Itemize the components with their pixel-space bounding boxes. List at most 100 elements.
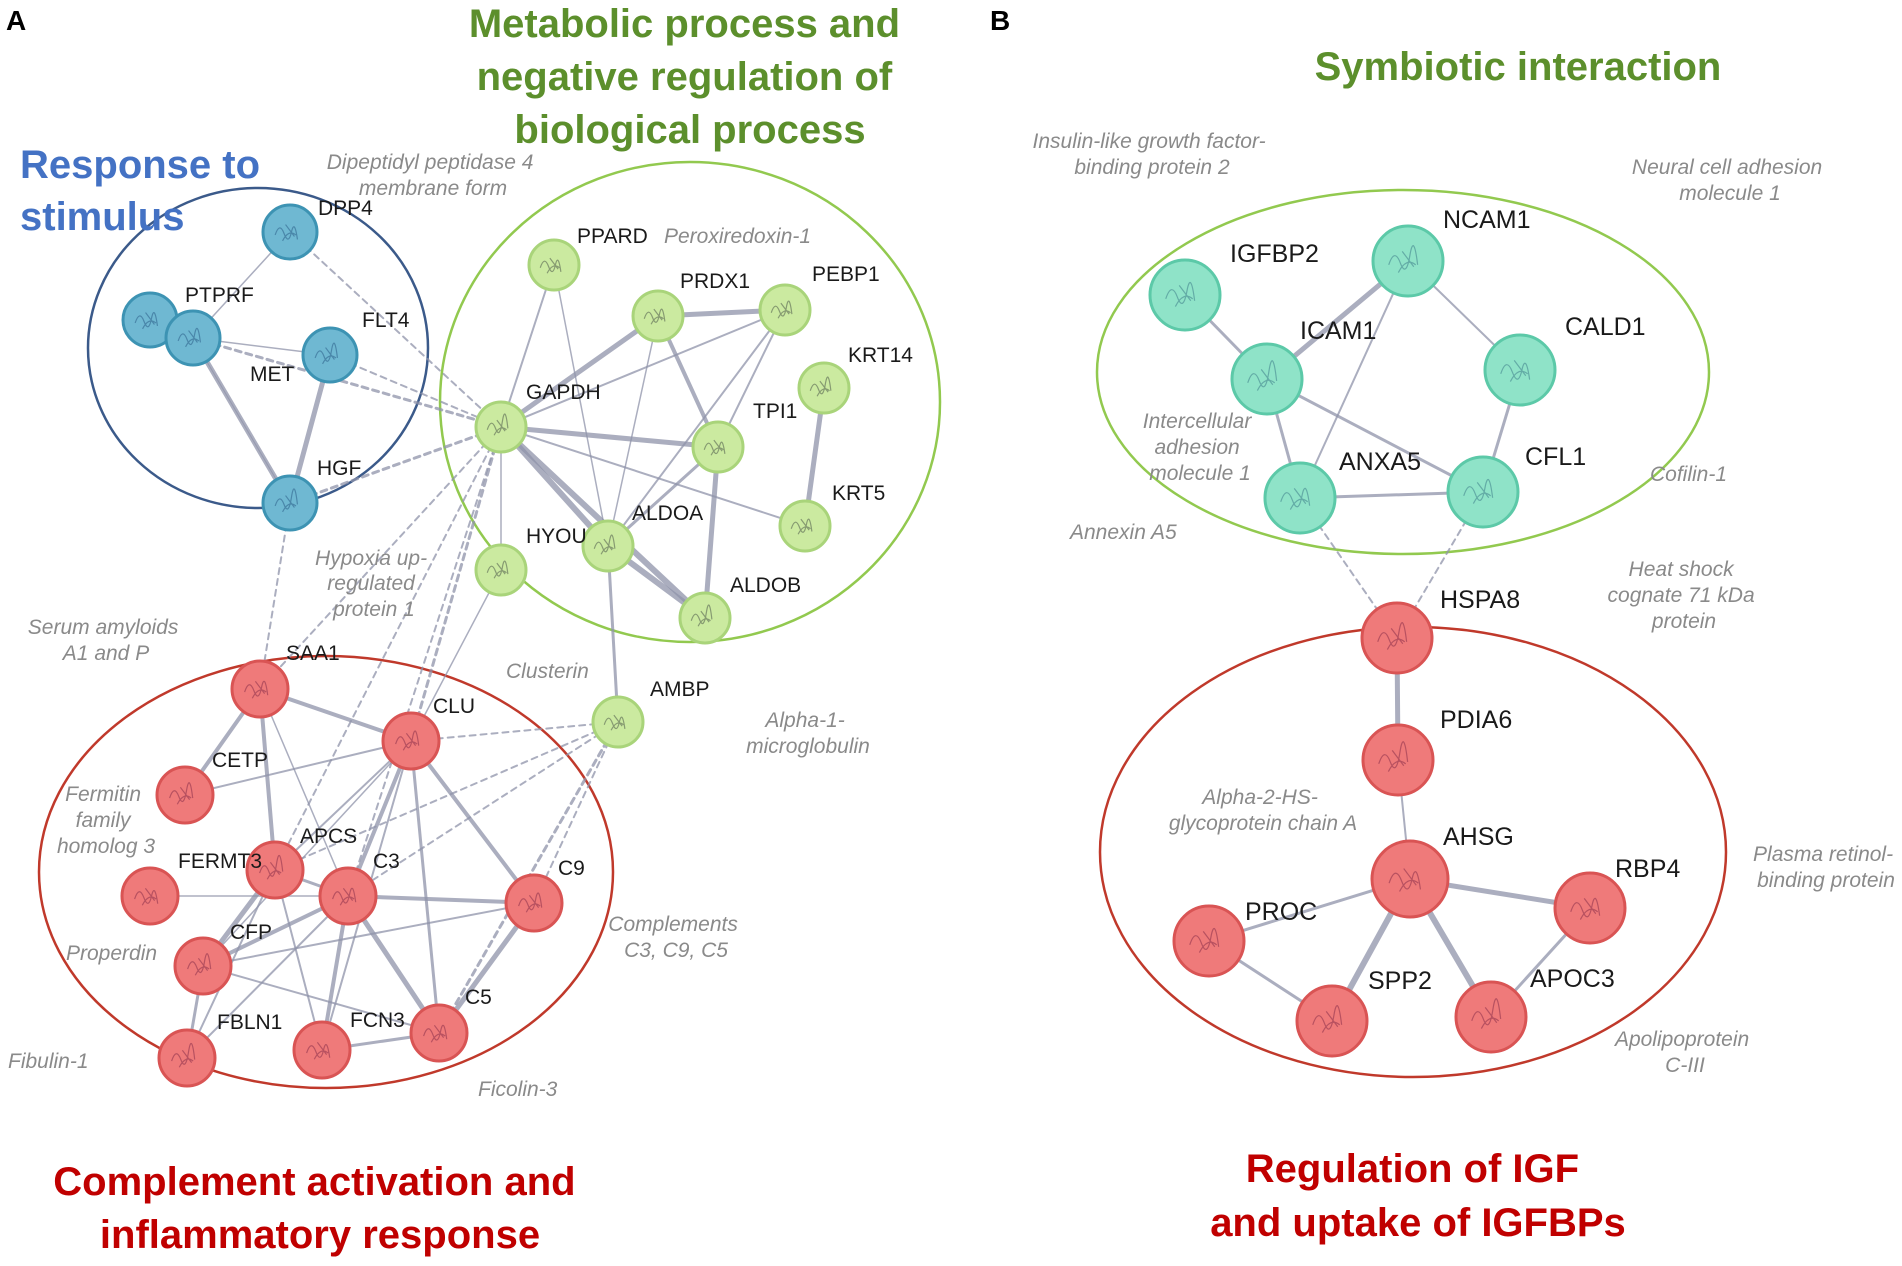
gene-label-c9: C9: [558, 857, 585, 880]
edge-cfp-c5: [202, 965, 440, 1034]
node-flt4[interactable]: [301, 326, 359, 384]
gene-label-ambp: AMBP: [650, 678, 710, 701]
node-fermt3[interactable]: [120, 866, 180, 926]
node-gapdh[interactable]: [474, 400, 528, 454]
node-layer: [120, 203, 1627, 1088]
edge-gapdh-prdx1: [498, 313, 661, 430]
desc-dpp4: Dipeptidyl peptidase 4 membrane form: [327, 151, 539, 200]
node-ambp[interactable]: [591, 695, 645, 749]
node-igfbp2[interactable]: [1148, 258, 1222, 332]
edge-saa1-apcs: [258, 687, 277, 872]
gene-label-c5: C5: [465, 986, 492, 1009]
desc-ficolin: Ficolin-3: [478, 1078, 558, 1101]
node-hgf[interactable]: [261, 474, 319, 532]
gene-label-hgf: HGF: [317, 457, 361, 480]
node-apcs[interactable]: [245, 840, 305, 900]
node-saa1[interactable]: [230, 659, 290, 719]
desc-cofilin: Cofilin-1: [1650, 463, 1727, 486]
node-icam1[interactable]: [1230, 342, 1304, 416]
panel-a-descriptions: Dipeptidyl peptidase 4 membrane form Per…: [8, 151, 870, 1101]
desc-properdin: Properdin: [66, 942, 157, 965]
gene-label-prdx1: PRDX1: [680, 270, 750, 293]
stimulus-group-ellipse: [86, 186, 430, 510]
desc-rbp4: Plasma retinol- binding protein: [1753, 843, 1899, 892]
node-cetp[interactable]: [155, 765, 215, 825]
node-cfl1[interactable]: [1446, 455, 1520, 529]
node-spp2[interactable]: [1295, 984, 1369, 1058]
gene-label-icam1: ICAM1: [1300, 317, 1376, 345]
node-pdia6[interactable]: [1361, 723, 1435, 797]
edge-gapdh-ppard: [500, 264, 555, 428]
edge-ambp-c3: [347, 721, 619, 897]
node-clu[interactable]: [381, 711, 441, 771]
node-krt5[interactable]: [778, 499, 832, 553]
node-aldoa[interactable]: [581, 519, 635, 573]
node-met[interactable]: [164, 309, 222, 367]
node-dpp4[interactable]: [261, 203, 319, 261]
gene-label-ppard: PPARD: [577, 225, 648, 248]
node-ahsg[interactable]: [1370, 839, 1450, 919]
node-krt14[interactable]: [797, 361, 851, 415]
edge-gapdh-krt5: [500, 426, 806, 527]
edge-hgf-saa1: [259, 502, 291, 690]
edge-gapdh-tpi1: [498, 424, 721, 450]
gene-label-spp2: SPP2: [1368, 967, 1432, 995]
title-regulation-of-igf: Regulation of IGF and uptake of IGFBPs: [1210, 1147, 1626, 1245]
gene-label-aldob: ALDOB: [730, 574, 801, 597]
node-hyou[interactable]: [474, 543, 528, 597]
gene-label-fbln1: FBLN1: [217, 1011, 282, 1034]
gene-label-ptprf: PTPRF: [185, 284, 254, 307]
gene-label-flt4: FLT4: [362, 309, 410, 332]
edge-prdx1-aldoa: [607, 315, 659, 547]
edge-hgf-gapdh: [288, 425, 503, 505]
node-rbp4[interactable]: [1553, 871, 1627, 945]
edge-clu-apcs: [274, 740, 412, 871]
desc-ambp: Alpha-1- microglobulin: [746, 709, 870, 758]
gene-label-cfp: CFP: [230, 921, 272, 944]
metabolic-group-ellipse: [438, 160, 942, 644]
node-prdx1[interactable]: [631, 289, 685, 343]
title-symbiotic-interaction: Symbiotic interaction: [1315, 45, 1722, 89]
panel-a-gene-labels: DPP4 PTPRF FLT4 MET HGF PPARD PRDX1 PEBP…: [178, 197, 913, 1034]
desc-apoc3: Apolipoprotein C-III: [1613, 1028, 1755, 1077]
node-cald1[interactable]: [1483, 333, 1557, 407]
desc-fermitin: Fermitin family homolog 3: [57, 783, 155, 858]
gene-label-rbp4: RBP4: [1615, 855, 1680, 883]
node-c5[interactable]: [409, 1003, 469, 1063]
node-proc[interactable]: [1172, 904, 1246, 978]
title-metabolic-process: Metabolic process and negative regulatio…: [469, 2, 911, 152]
desc-ahsg: Alpha-2-HS- glycoprotein chain A: [1169, 786, 1357, 835]
node-aldob[interactable]: [678, 591, 732, 645]
node-apoc3[interactable]: [1454, 980, 1528, 1054]
gene-label-cetp: CETP: [212, 749, 268, 772]
node-hspa8[interactable]: [1360, 601, 1434, 675]
gene-label-pdia6: PDIA6: [1440, 706, 1512, 734]
edge-met-gapdh: [191, 336, 503, 429]
node-fbln1[interactable]: [157, 1028, 217, 1088]
node-fcn3[interactable]: [292, 1020, 352, 1080]
node-c3[interactable]: [318, 866, 378, 926]
node-ncam1[interactable]: [1371, 224, 1445, 298]
edge-gapdh-apcs: [274, 426, 502, 871]
desc-hyou: Hypoxia up- regulated protein 1: [315, 547, 433, 621]
gene-label-aldoa: ALDOA: [632, 502, 703, 525]
node-c9[interactable]: [504, 873, 564, 933]
edge-c9-cfp: [202, 902, 535, 967]
desc-ncam1: Neural cell adhesion molecule 1: [1632, 156, 1828, 205]
desc-hsc71: Heat shock cognate 71 kDa protein: [1608, 558, 1761, 633]
node-pebp1[interactable]: [758, 283, 812, 337]
gene-label-proc: PROC: [1245, 898, 1317, 926]
edge-c3-fbln1: [186, 895, 349, 1059]
edge-saa1-c3: [259, 688, 349, 897]
desc-clusterin: Clusterin: [506, 660, 589, 683]
node-ppard[interactable]: [527, 238, 581, 292]
node-anxa5[interactable]: [1263, 461, 1337, 535]
desc-igfbp2: Insulin-like growth factor- binding prot…: [1033, 130, 1272, 179]
desc-fibulin: Fibulin-1: [8, 1050, 89, 1073]
gene-label-apoc3: APOC3: [1530, 965, 1615, 993]
gene-label-igfbp2: IGFBP2: [1230, 240, 1319, 268]
node-tpi1[interactable]: [691, 420, 745, 474]
gene-label-pebp1: PEBP1: [812, 263, 880, 286]
node-cfp[interactable]: [173, 936, 233, 996]
